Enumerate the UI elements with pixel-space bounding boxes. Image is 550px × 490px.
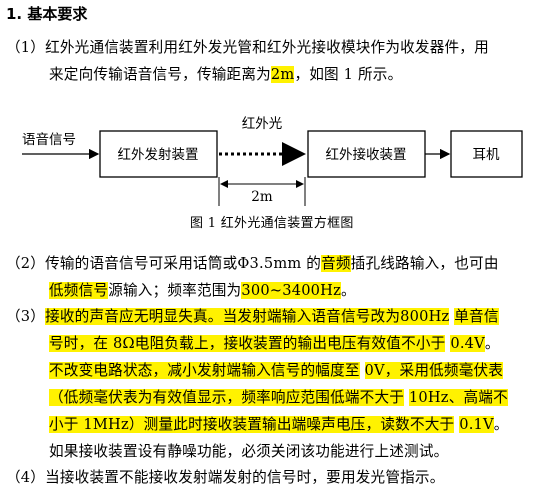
tx-box <box>99 130 218 178</box>
p3-hl-01v: 0.1V <box>459 416 494 433</box>
distance-label: 2m <box>251 189 273 205</box>
paragraph-3-line-1: （3）接收的声音应无明显失真。当发射端输入语音信号改为800Hz 单音信 <box>6 305 499 326</box>
p3-space-3 <box>360 362 365 379</box>
freq-range-highlight: 300~3400Hz <box>241 282 341 299</box>
p3-hl-10hz: 10Hz <box>408 389 449 406</box>
paragraph-3-line-6: 如果接收装置设有静噪功能，必须关闭该功能进行上述测试。 <box>49 443 449 460</box>
link-label: 红外光 <box>242 116 283 132</box>
paragraph-3-line-5: 小于 1MHz）测量此时接收装置输出端噪声电压，读数不大于 0.1V。 <box>49 413 509 434</box>
input-label: 语音信号 <box>22 131 76 148</box>
audio-highlight: 音频 <box>321 255 351 272</box>
p3-prefix: （3） <box>6 308 46 325</box>
paragraph-4-line-1: （4）当接收装置不能接收发射端发射的信号时，要用发光管指示。 <box>6 469 445 486</box>
paragraph-1-text: 来定向传输语音信号，传输距离为 <box>49 66 271 83</box>
p3-hl-5b: ）测量此时接收装置输出端噪声电压，读数不大于 <box>128 416 455 433</box>
p2-text-c: 源输入；频率范围为 <box>108 282 242 299</box>
p3-hl-4: （低频毫伏表为有效值显示，频率响应范围低端不大于 <box>49 389 405 406</box>
p3-hl-800hz: 800Hz <box>400 308 450 325</box>
p3-hl-04v: 0.4V <box>450 335 485 352</box>
p3-end-5: 。 <box>493 416 509 433</box>
rx-box-label: 红外接收装置 <box>326 146 407 163</box>
p3-hl-4b: 、高端不 <box>448 389 508 406</box>
p2-text-b: 插孔线路输入，也可由 <box>350 255 499 272</box>
paragraph-2-line-2: 低频信号源输入；频率范围为300~3400Hz。 <box>49 279 356 300</box>
paragraph-1-text-end: ，如图 1 所示。 <box>294 66 403 83</box>
section-heading: 1. 基本要求 <box>6 5 88 23</box>
p2-text-d: 。 <box>340 282 356 299</box>
low-freq-highlight: 低频信号 <box>49 282 109 299</box>
p3-hl-tone: 单音信 <box>454 308 499 325</box>
p3-hl-2: 号时，在 8Ω电阻负载上，接收装置的输出电压有效值不小于 <box>49 335 446 352</box>
paragraph-3-line-4: （低频毫伏表为有效值显示，频率响应范围低端不大于 10Hz、高端不 <box>49 386 508 407</box>
paragraph-3-line-2: 号时，在 8Ω电阻负载上，接收装置的输出电压有效值不小于 0.4V。 <box>49 332 500 353</box>
p3-end-2: 。 <box>484 335 500 352</box>
p2-text-a: （2）传输的语音信号可采用话筒或Φ3.5mm 的 <box>6 255 322 272</box>
p3-hl-3: 不改变电路状态，减小发射端输入信号的幅度至 <box>49 362 360 379</box>
paragraph-1-line-1: （1）红外光通信装置利用红外发光管和红外光接收模块作为收发器件，用 <box>6 39 489 56</box>
paragraph-3-line-3: 不改变电路状态，减小发射端输入信号的幅度至 0V，采用低频毫伏表 <box>49 359 504 380</box>
p3-hl-0v: 0V <box>364 362 385 379</box>
block-diagram: 语音信号 红外发射装置 红外光 红外接收装置 耳机 2m <box>22 116 523 206</box>
distance-highlight: 2m <box>270 66 295 83</box>
paragraph-1-line-2: 来定向传输语音信号，传输距离为2m，如图 1 所示。 <box>49 63 402 84</box>
paragraph-2-line-1: （2）传输的语音信号可采用话筒或Φ3.5mm 的音频插孔线路输入，也可由 <box>6 252 499 273</box>
p3-hl-5: 小于 <box>49 416 79 433</box>
figure-caption: 图 1 红外光通信装置方框图 <box>190 216 354 231</box>
p3-hl-1: 接收的声音应无明显失真。当发射端输入语音信号改为 <box>45 308 401 325</box>
p3-hl-1mhz: 1MHz <box>78 416 129 433</box>
earphone-box <box>450 130 523 178</box>
earphone-box-label: 耳机 <box>473 147 500 163</box>
tx-box-label: 红外发射装置 <box>118 147 199 163</box>
p3-hl-3b: ，采用低频毫伏表 <box>384 362 504 379</box>
